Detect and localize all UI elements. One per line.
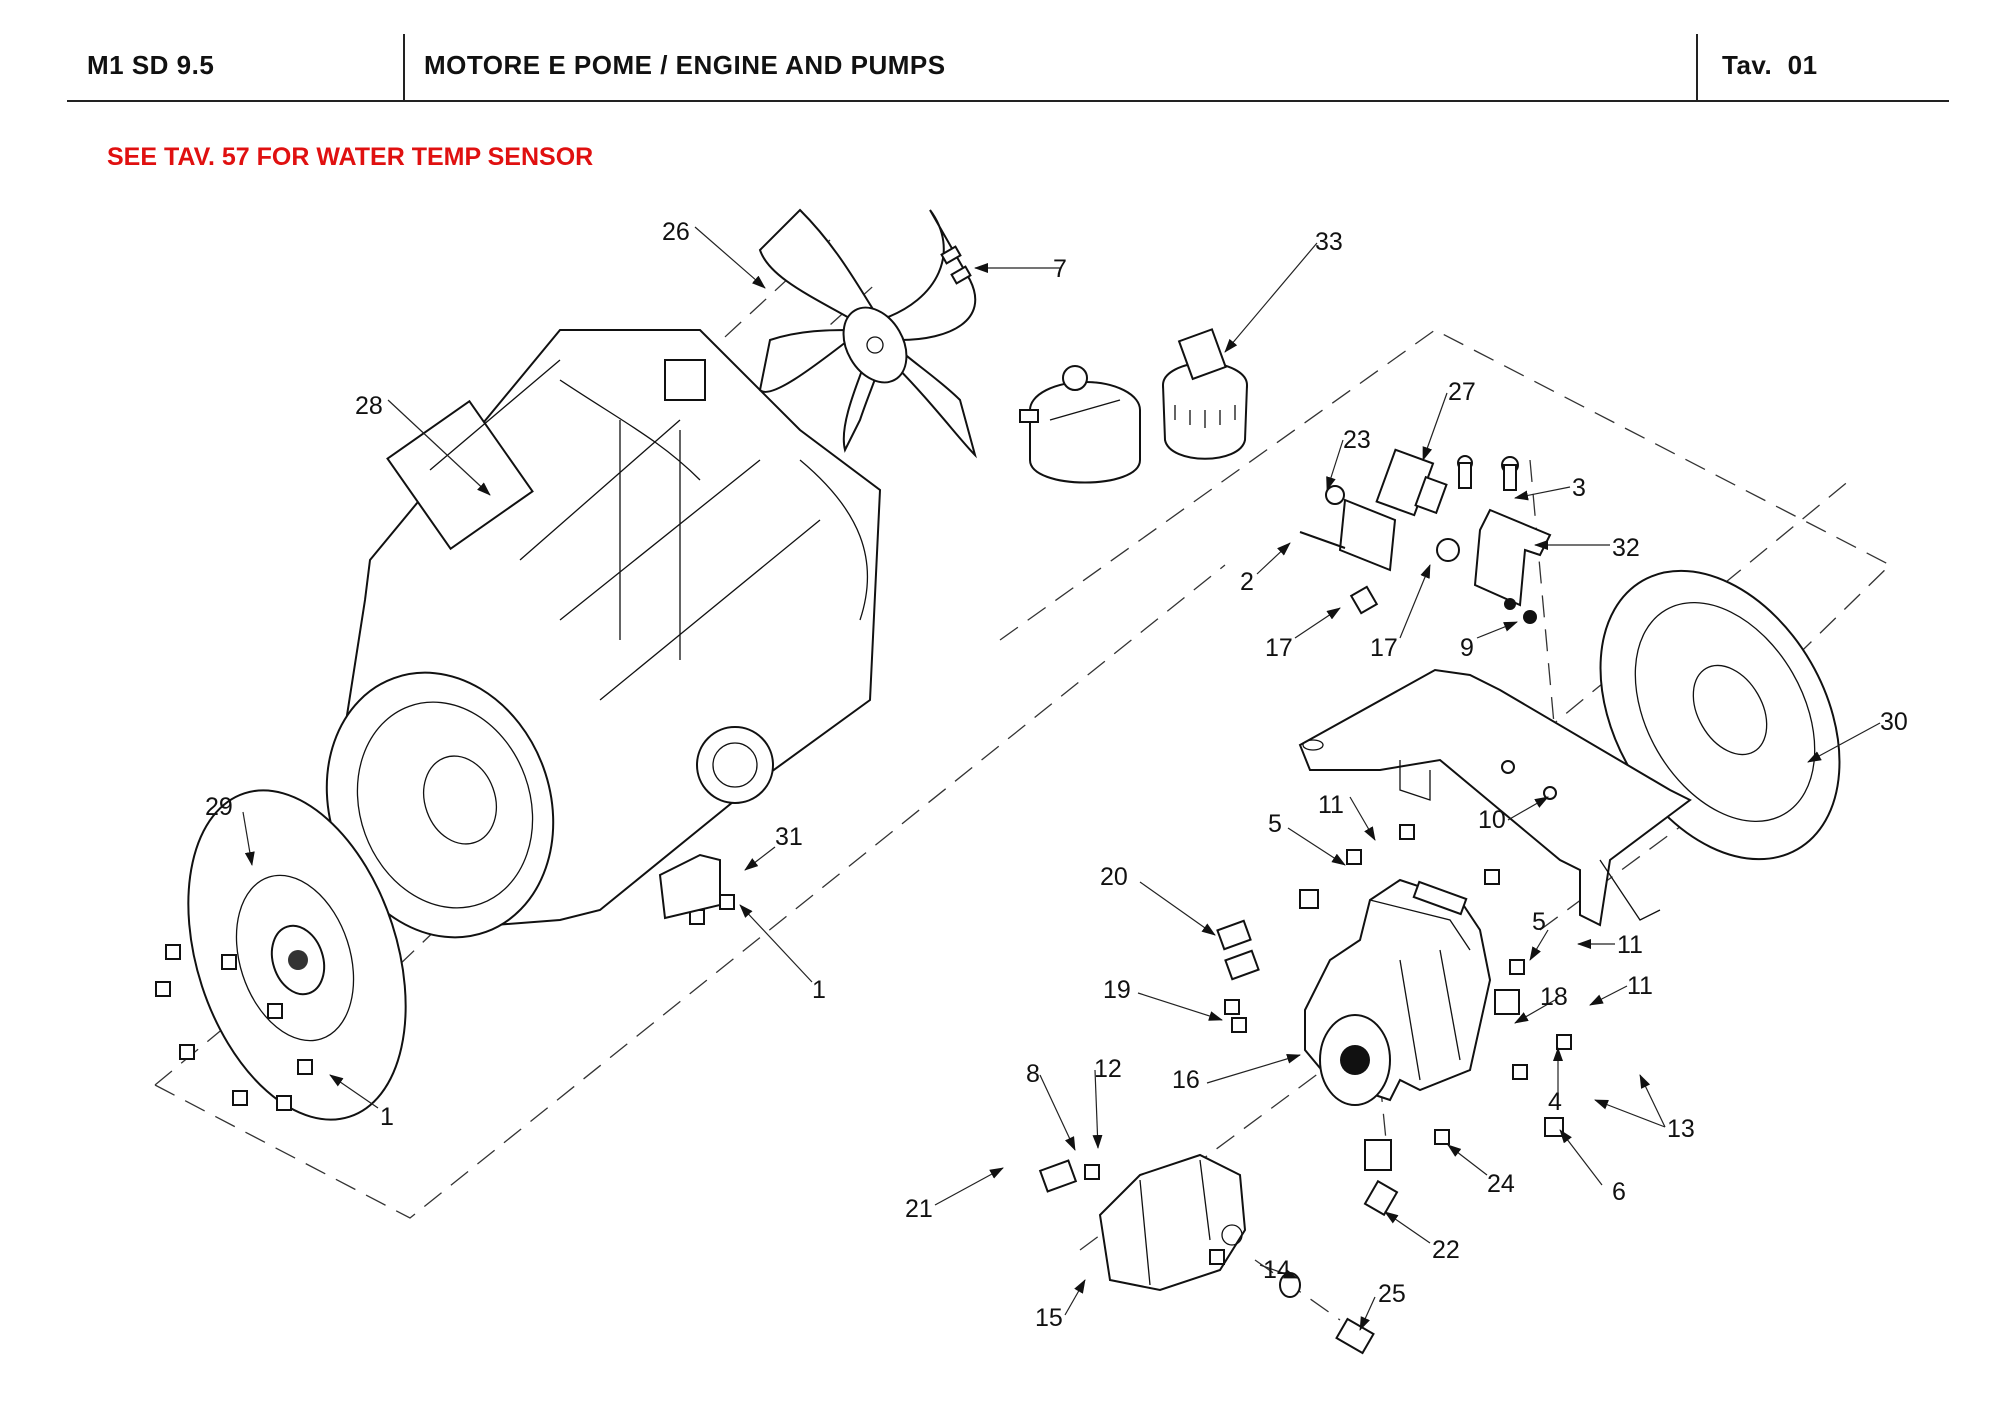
callout-13[interactable]: 13	[1667, 1115, 1695, 1143]
engine-drawing	[325, 329, 882, 939]
callout-9[interactable]: 9	[1460, 634, 1474, 662]
callout-21[interactable]: 21	[905, 1195, 933, 1223]
callout-12[interactable]: 12	[1094, 1055, 1122, 1083]
callout-3[interactable]: 3	[1572, 474, 1586, 502]
callout-labels: 26 7 33 28 27 23 3 32 2 17 17 9 30 29 31…	[205, 218, 1908, 1332]
callout-16[interactable]: 16	[1172, 1066, 1200, 1094]
callout-1-plate[interactable]: 1	[380, 1103, 394, 1131]
callout-23[interactable]: 23	[1343, 426, 1371, 454]
callout-28[interactable]: 28	[355, 392, 383, 420]
fuel-filter-left-drawing	[1019, 365, 1141, 484]
support-bracket-drawing	[1298, 668, 1692, 927]
callout-17-right[interactable]: 17	[1370, 634, 1398, 662]
fan-screws-drawing	[940, 245, 972, 285]
table-number: Tav. 01	[1722, 50, 1818, 80]
callout-10[interactable]: 10	[1478, 806, 1506, 834]
callout-32[interactable]: 32	[1612, 534, 1640, 562]
header-divider-1	[403, 34, 405, 101]
callout-24[interactable]: 24	[1487, 1170, 1515, 1198]
callout-31[interactable]: 31	[775, 823, 803, 851]
callout-8[interactable]: 8	[1026, 1060, 1040, 1088]
solenoid-valve-drawing	[1299, 448, 1460, 615]
callout-27[interactable]: 27	[1448, 378, 1476, 406]
callout-1-bracket[interactable]: 1	[812, 976, 826, 1004]
callout-19[interactable]: 19	[1103, 976, 1131, 1004]
callout-26[interactable]: 26	[662, 218, 690, 246]
callout-7[interactable]: 7	[1053, 255, 1067, 283]
callout-33[interactable]: 33	[1315, 228, 1343, 256]
callout-11-middle[interactable]: 11	[1617, 931, 1643, 959]
gear-pump-drawing	[1098, 1153, 1247, 1292]
model-name: M1 SD 9.5	[87, 50, 215, 80]
valve-bracket-drawing	[1457, 455, 1552, 624]
callout-4[interactable]: 4	[1548, 1088, 1562, 1116]
callout-5-lower[interactable]: 5	[1532, 908, 1546, 936]
header-divider-2	[1696, 34, 1698, 101]
callout-22[interactable]: 22	[1432, 1236, 1460, 1264]
callout-11-upper[interactable]: 11	[1318, 791, 1344, 819]
callout-14[interactable]: 14	[1263, 1256, 1291, 1284]
fasteners-drawing	[155, 824, 1572, 1355]
fuel-filter-33-drawing	[1162, 328, 1248, 460]
hydrostatic-pump-drawing	[1304, 878, 1492, 1106]
callout-18[interactable]: 18	[1540, 983, 1568, 1011]
callout-17-left[interactable]: 17	[1265, 634, 1293, 662]
callout-6[interactable]: 6	[1612, 1178, 1626, 1206]
drive-plate-drawing	[187, 789, 407, 1121]
callout-11-lower[interactable]: 11	[1627, 972, 1653, 1000]
callout-20[interactable]: 20	[1100, 863, 1128, 891]
callout-25[interactable]: 25	[1378, 1280, 1406, 1308]
callout-2[interactable]: 2	[1240, 568, 1254, 596]
callout-30[interactable]: 30	[1880, 708, 1908, 736]
callout-29[interactable]: 29	[205, 793, 233, 821]
fan-drawing	[758, 208, 977, 459]
callout-5-upper[interactable]: 5	[1268, 810, 1282, 838]
header-bottom-rule	[67, 100, 1949, 102]
page-title: MOTORE E POME / ENGINE AND PUMPS	[424, 50, 946, 80]
leader-lines	[242, 226, 1881, 1331]
callout-15[interactable]: 15	[1035, 1304, 1063, 1332]
water-temp-sensor-note: SEE TAV. 57 FOR WATER TEMP SENSOR	[107, 143, 594, 171]
